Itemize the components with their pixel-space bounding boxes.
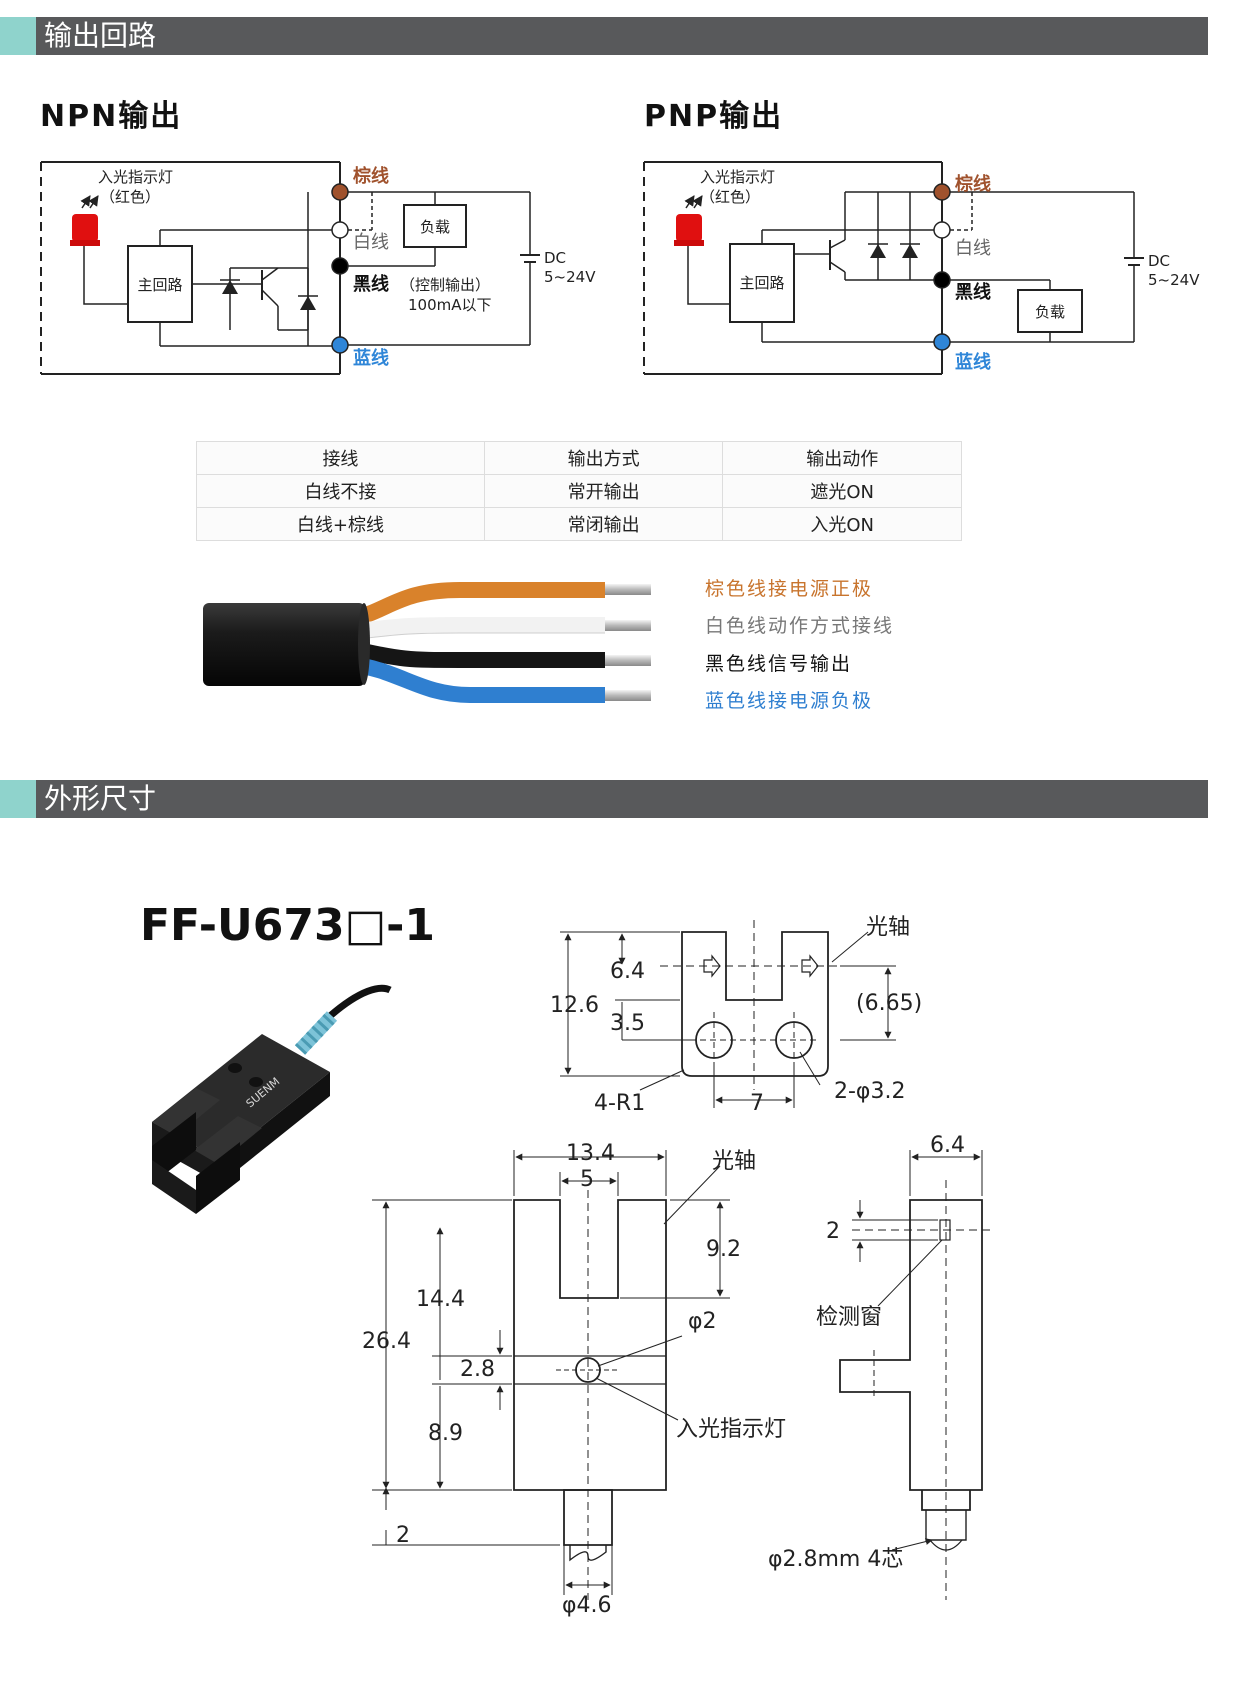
npn-indicator-color: （红色）	[100, 188, 160, 206]
table-header-cell: 输出方式	[483, 441, 724, 475]
front-dim-phi2: φ2	[688, 1309, 717, 1334]
npn-brown-label: 棕线	[353, 165, 389, 187]
led-icon	[70, 195, 100, 246]
pnp-indicator-color: （红色）	[700, 188, 760, 206]
npn-circuit: NPN输出 入光指示灯 （红色） 主回路	[40, 99, 596, 375]
front-dim-2-8: 2.8	[460, 1357, 495, 1382]
top-dim-7: 7	[750, 1091, 764, 1116]
front-view-labels: 13.4 5 光轴 9.2 14.4 26.4 φ2 2.8 入光指示灯 8.9…	[362, 1141, 786, 1618]
pnp-brown-label: 棕线	[955, 173, 991, 195]
top-view-drawing	[560, 920, 896, 1108]
npn-blue-terminal	[331, 336, 349, 354]
model-name: FF-U673□-1	[140, 900, 435, 951]
pnp-voltage: 5~24V	[1148, 271, 1200, 289]
pnp-dc: DC	[1148, 252, 1170, 270]
pnp-title: PNP输出	[644, 99, 783, 134]
side-dim-6-4: 6.4	[930, 1133, 965, 1158]
npn-indicator-label: 入光指示灯	[98, 168, 173, 186]
top-dim-2-phi3-2: 2-φ3.2	[834, 1079, 905, 1104]
legend-brown: 棕色线接电源正极	[705, 578, 874, 600]
npn-black-terminal	[331, 257, 349, 275]
front-dim-2: 2	[396, 1523, 410, 1548]
table-cell: 常闭输出	[483, 507, 724, 541]
pnp-blue-terminal	[933, 333, 951, 351]
npn-black-label: 黑线	[353, 273, 389, 295]
front-optical-axis: 光轴	[712, 1149, 756, 1174]
npn-dc: DC	[544, 249, 566, 267]
front-view-drawing	[372, 1150, 730, 1600]
table-header-cell: 输出动作	[722, 441, 962, 475]
pnp-brown-terminal	[933, 183, 951, 201]
pnp-indicator-label: 入光指示灯	[700, 168, 775, 186]
npn-main-circuit-label: 主回路	[137, 276, 182, 294]
top-dim-6-65: (6.65)	[856, 991, 922, 1016]
front-dim-5: 5	[580, 1167, 594, 1192]
side-view-drawing	[839, 1150, 990, 1600]
top-view-labels: 光轴 6.4 12.6 3.5 (6.65) 4-R1 7 2-φ3.2	[550, 915, 922, 1116]
table-cell: 入光ON	[722, 507, 962, 541]
front-dim-8-9: 8.9	[428, 1421, 463, 1446]
pnp-black-label: 黑线	[955, 281, 991, 303]
npn-title: NPN输出	[40, 99, 182, 134]
section-accent	[0, 17, 36, 55]
pnp-circuit: PNP输出 入光指示灯 （红色） 主回路	[643, 99, 1200, 375]
table-cell: 白线+棕线	[196, 507, 485, 541]
cable-illustration	[203, 582, 651, 703]
table-cell: 白线不接	[196, 474, 485, 508]
table-cell: 遮光ON	[722, 474, 962, 508]
front-dim-13-4: 13.4	[566, 1141, 615, 1166]
front-dim-9-2: 9.2	[706, 1237, 741, 1262]
section-title: 外形尺寸	[44, 782, 157, 815]
pnp-load-label: 负载	[1035, 303, 1065, 321]
table-row: 白线不接 常开输出 遮光ON	[196, 474, 962, 508]
legend-blue: 蓝色线接电源负极	[705, 690, 874, 712]
section-title: 输出回路	[44, 19, 157, 52]
top-dim-12-6: 12.6	[550, 993, 599, 1018]
front-indicator-label: 入光指示灯	[676, 1417, 786, 1442]
side-cable-spec: φ2.8mm 4芯	[768, 1547, 903, 1572]
table-header-row: 接线 输出方式 输出动作	[196, 441, 962, 475]
side-detection-window: 检测窗	[816, 1305, 882, 1330]
pnp-main-circuit-box	[729, 243, 795, 323]
led-icon	[674, 195, 704, 246]
pnp-blue-label: 蓝线	[955, 351, 991, 373]
top-dim-6-4: 6.4	[610, 959, 645, 984]
side-view-labels: 6.4 2 检测窗 φ2.8mm 4芯	[768, 1133, 965, 1572]
table-header-cell: 接线	[196, 441, 485, 475]
npn-brown-terminal	[331, 183, 349, 201]
section-accent	[0, 780, 36, 818]
top-dim-4-r1: 4-R1	[594, 1091, 645, 1116]
front-dim-14-4: 14.4	[416, 1287, 465, 1312]
npn-voltage: 5~24V	[544, 268, 596, 286]
legend-white: 白色线动作方式接线	[705, 615, 895, 637]
section-bar-output-circuit: 输出回路	[0, 17, 1208, 55]
pnp-white-terminal	[933, 221, 951, 239]
section-bar-dimensions: 外形尺寸	[0, 780, 1208, 818]
legend-black: 黑色线信号输出	[705, 653, 853, 675]
front-dim-phi4-6: φ4.6	[562, 1593, 612, 1618]
table-row: 白线+棕线 常闭输出 入光ON	[196, 507, 962, 541]
pnp-main-circuit-label: 主回路	[739, 274, 784, 292]
front-dim-26-4: 26.4	[362, 1329, 411, 1354]
wiring-table: 接线 输出方式 输出动作 白线不接 常开输出 遮光ON 白线+棕线 常闭输出 入…	[196, 441, 962, 541]
npn-blue-label: 蓝线	[353, 347, 389, 369]
side-dim-2: 2	[826, 1219, 840, 1244]
npn-current: 100mA以下	[408, 296, 492, 314]
pnp-white-label: 白线	[955, 238, 991, 259]
top-optical-axis: 光轴	[866, 915, 910, 940]
npn-white-terminal	[331, 221, 349, 239]
npn-control-output: （控制输出）	[400, 276, 490, 294]
table-cell: 常开输出	[483, 474, 724, 508]
sensor-product-illustration: SUENM	[152, 984, 392, 1214]
npn-white-label: 白线	[353, 232, 389, 253]
npn-load-label: 负载	[420, 218, 450, 236]
top-dim-3-5: 3.5	[610, 1011, 645, 1036]
pnp-black-terminal	[933, 271, 951, 289]
